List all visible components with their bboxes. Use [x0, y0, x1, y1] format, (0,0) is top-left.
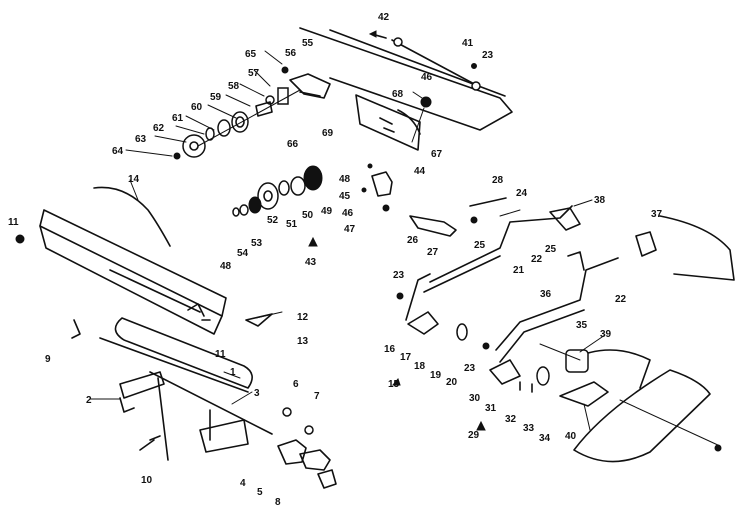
part-label: 49: [321, 206, 333, 217]
part-label: 44: [414, 166, 426, 177]
part-label: 26: [407, 235, 419, 246]
part-label: 52: [267, 215, 279, 226]
part-label: 25: [545, 244, 557, 255]
part-label: 11: [8, 217, 19, 228]
platen-carriage: [71, 317, 273, 461]
part-label: 63: [135, 134, 147, 145]
part-label: 8: [275, 497, 281, 508]
part-label: 45: [339, 191, 351, 202]
part-label: 60: [191, 102, 203, 113]
part-label: 54: [237, 248, 249, 259]
part-label: 48: [220, 261, 232, 272]
part-label: 21: [513, 265, 525, 276]
part-label: 43: [305, 257, 317, 268]
part-label: 50: [302, 210, 314, 221]
part-label: 40: [565, 431, 577, 442]
part-label: 34: [539, 433, 551, 444]
part-label: 3: [254, 388, 260, 399]
part-label: 31: [485, 403, 497, 414]
part-label: 48: [339, 174, 351, 185]
part-label: 14: [128, 174, 140, 185]
part-label: 15: [388, 379, 400, 390]
part-label: 10: [141, 475, 153, 486]
paper-table: [15, 186, 273, 335]
part-label: 66: [287, 139, 299, 150]
part-label: 37: [651, 209, 663, 220]
part-label: 30: [469, 393, 481, 404]
part-number-labels: 42 41 23 55 56 65 57 46 58 59 68 60 61 6…: [8, 12, 663, 508]
front-knob-parts: [277, 407, 337, 489]
part-label: 56: [285, 48, 297, 59]
linkage-arms: [396, 197, 619, 393]
part-label: 12: [297, 312, 309, 323]
part-label: 58: [228, 81, 240, 92]
right-cover-assembly: [539, 215, 735, 463]
part-label: 62: [153, 123, 165, 134]
part-label: 65: [245, 49, 257, 60]
part-label: 51: [286, 219, 298, 230]
part-label: 69: [322, 128, 334, 139]
part-label: 67: [431, 149, 443, 160]
part-label: 5: [257, 487, 263, 498]
part-label: 18: [414, 361, 426, 372]
part-label: 32: [505, 414, 517, 425]
part-label: 2: [86, 395, 92, 406]
part-label: 46: [421, 72, 433, 83]
part-label: 16: [384, 344, 396, 355]
part-label: 13: [297, 336, 309, 347]
part-label: 20: [446, 377, 458, 388]
part-label: 22: [531, 254, 543, 265]
part-label: 29: [468, 430, 480, 441]
part-label: 17: [400, 352, 412, 363]
part-label: 39: [600, 329, 612, 340]
part-label: 53: [251, 238, 263, 249]
part-label: 28: [492, 175, 504, 186]
part-label: 36: [540, 289, 552, 300]
part-label: 1: [230, 367, 236, 378]
part-label: 24: [516, 188, 528, 199]
part-label: 7: [314, 391, 320, 402]
small-hardware: [139, 187, 486, 451]
part-label: 61: [172, 113, 184, 124]
leader-lines: [89, 50, 606, 431]
part-label: 23: [393, 270, 405, 281]
part-label: 47: [344, 224, 356, 235]
part-label: 27: [427, 247, 439, 258]
part-label: 55: [302, 38, 314, 49]
part-label: 64: [112, 146, 124, 157]
knob-shaft-stack: [173, 66, 331, 160]
part-label: 38: [594, 195, 606, 206]
part-label: 59: [210, 92, 222, 103]
top-rail-assembly: [299, 27, 513, 151]
part-label: 19: [430, 370, 442, 381]
part-label: 46: [342, 208, 354, 219]
part-label: 68: [392, 89, 404, 100]
part-label: 9: [45, 354, 51, 365]
part-label: 23: [482, 50, 494, 61]
part-label: 57: [248, 68, 260, 79]
part-label: 4: [240, 478, 246, 489]
part-label: 22: [615, 294, 627, 305]
part-label: 42: [378, 12, 390, 23]
part-label: 11: [215, 349, 226, 360]
part-label: 6: [293, 379, 299, 390]
part-label: 23: [464, 363, 476, 374]
gear-stack: [232, 163, 393, 247]
part-label: 41: [462, 38, 474, 49]
part-label: 25: [474, 240, 486, 251]
part-label: 35: [576, 320, 588, 331]
part-label: 33: [523, 423, 535, 434]
